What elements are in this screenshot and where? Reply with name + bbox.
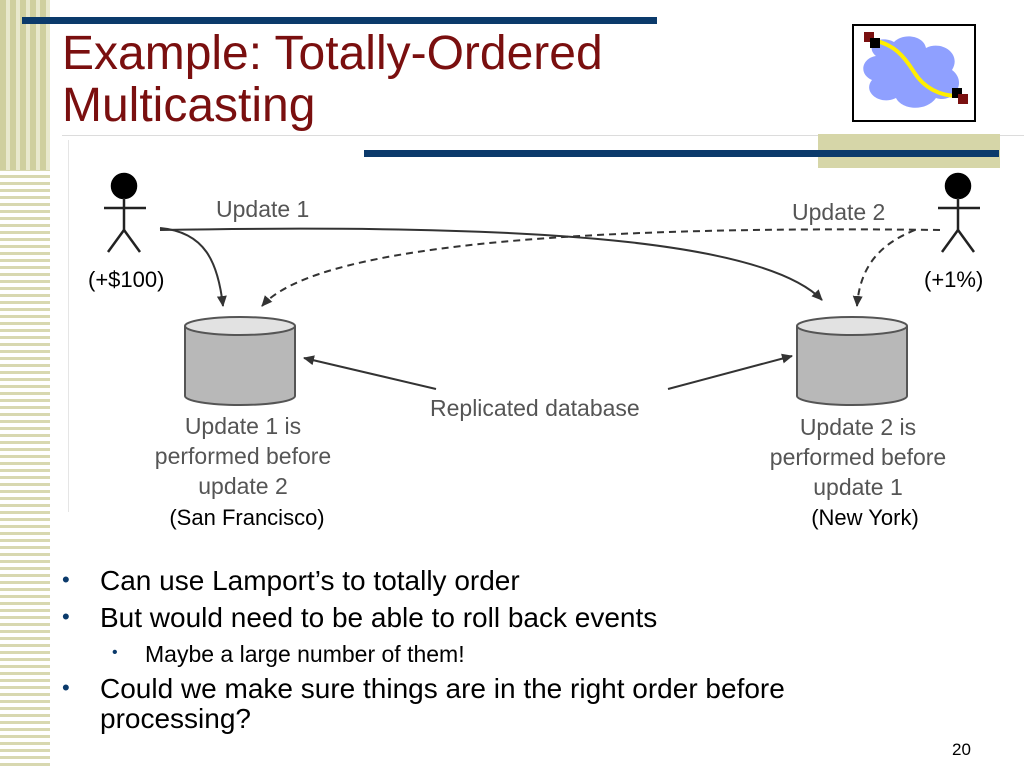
bullet-text: Could we make sure things are in the rig…: [100, 673, 785, 704]
database-cylinder-icon-ny: [796, 316, 908, 406]
bullet-dot-icon: •: [112, 644, 118, 661]
update2-label: Update 2: [792, 199, 885, 225]
update2-arrow-to-ny: [852, 229, 916, 307]
bullet-text: Can use Lamport’s to totally order: [100, 565, 520, 596]
page-number: 20: [952, 740, 971, 759]
left-value-label: (+$100): [88, 267, 164, 292]
bullet-dot-icon: •: [62, 604, 70, 629]
stick-figure-icon-left: [104, 172, 146, 253]
slide-title-line-1: Example: Totally-Ordered: [62, 27, 603, 80]
logo-node-top: [870, 38, 880, 48]
middle-accent-bar: [364, 150, 999, 157]
right-location-label: (New York): [811, 505, 919, 530]
diagram-frame-edge: [68, 140, 69, 512]
logo-node-top-dark: [864, 32, 874, 42]
logo-path: [871, 38, 959, 98]
stick-figure-icon-right: [938, 172, 980, 253]
bullet-dot-icon: •: [62, 675, 70, 700]
right-note-line-2: performed before: [770, 444, 946, 470]
logo-node-bottom-dark: [958, 94, 968, 104]
logo-node-bottom: [952, 88, 962, 98]
replicated-arrow-right: [667, 353, 793, 390]
slide-title: Example: Totally-Ordered Multicasting: [62, 28, 603, 132]
bullet-text: But would need to be able to roll back e…: [100, 602, 658, 633]
update1-label: Update 1: [216, 196, 309, 222]
slide-title-line-2: Multicasting: [62, 79, 316, 132]
title-divider: [62, 135, 1024, 136]
right-note-line-1: Update 2 is: [800, 414, 916, 440]
totally-ordered-multicast-diagram: Update 1 Update 2 (+$100) (+1%) Replicat…: [88, 172, 983, 530]
bullet-dot-icon: •: [62, 567, 70, 592]
right-value-label: (+1%): [924, 267, 983, 292]
update2-arrow-to-sf: [261, 228, 941, 307]
left-note-line-3: update 2: [198, 473, 288, 499]
replicated-database-label: Replicated database: [430, 395, 640, 421]
left-location-label: (San Francisco): [169, 505, 324, 530]
right-note-line-3: update 1: [813, 474, 903, 500]
left-note-line-2: performed before: [155, 443, 331, 469]
bullet-text: processing?: [100, 703, 251, 734]
replicated-arrow-left: [303, 355, 437, 390]
database-cylinder-icon-sf: [184, 316, 296, 406]
decorative-stripes-top: [0, 0, 50, 170]
network-cloud-logo-icon: [852, 24, 976, 122]
top-accent-bar: [22, 17, 657, 24]
update1-arrow-to-ny: [159, 227, 823, 301]
left-note-line-1: Update 1 is: [185, 413, 301, 439]
update1-arrow-to-sf: [159, 227, 227, 307]
bullet-text: Maybe a large number of them!: [145, 641, 465, 667]
